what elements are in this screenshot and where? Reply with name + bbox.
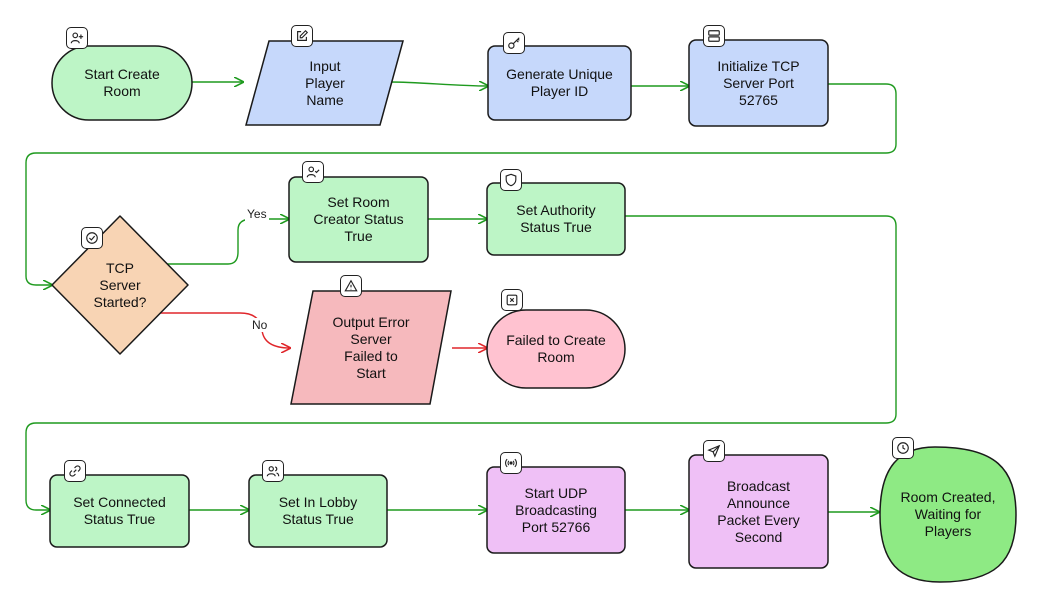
warning-icon [340, 275, 362, 297]
node-room-created-label: Room Created, Waiting for Players [900, 489, 996, 539]
node-init-tcp-label: Initialize TCP Server Port 52765 [717, 57, 800, 108]
shield-icon [500, 169, 522, 191]
node-set-creator[interactable]: Set Room Creator Status True [289, 177, 428, 262]
user-check-icon [302, 161, 324, 183]
node-set-lobby[interactable]: Set In Lobby Status True [249, 475, 387, 547]
node-broadcast-shape [688, 454, 829, 569]
edit-icon [291, 25, 313, 47]
node-gen-id-label: Generate Unique Player ID [506, 66, 613, 99]
node-gen-id[interactable]: Generate Unique Player ID [488, 46, 631, 120]
edge-authority-to-connected [25, 215, 897, 510]
node-authority-shape [486, 182, 626, 256]
server-icon [703, 25, 725, 47]
node-tcp-started[interactable]: TCP Server Started? [70, 250, 170, 320]
x-square-icon [501, 289, 523, 311]
node-error-shape [290, 290, 452, 405]
node-genid-shape [487, 45, 632, 121]
node-set-connected[interactable]: Set Connected Status True [50, 475, 189, 547]
edge-yes [160, 219, 289, 265]
node-lobby-shape [248, 474, 388, 548]
node-start-udp-label: Start UDP Broadcasting Port 52766 [515, 484, 597, 535]
node-broadcast[interactable]: Broadcast Announce Packet Every Second [689, 455, 828, 568]
node-input-shape [245, 40, 404, 126]
user-plus-icon [66, 27, 88, 49]
node-start-shape [51, 45, 193, 121]
node-start-label: Start Create Room [84, 66, 160, 99]
edge-input-to-genid [389, 82, 488, 86]
node-creator-shape [288, 176, 429, 263]
node-set-connected-label: Set Connected Status True [73, 494, 166, 527]
node-output-error[interactable]: Output Error Server Failed to Start [302, 291, 440, 404]
edge-label-no: No [250, 318, 270, 332]
node-set-authority[interactable]: Set Authority Status True [487, 183, 625, 255]
node-set-creator-label: Set Room Creator Status True [313, 194, 404, 244]
node-final-shape [879, 446, 1017, 583]
node-tcp-started-label: TCP Server Started? [93, 259, 147, 310]
check-circle-icon [81, 227, 103, 249]
node-room-created[interactable]: Room Created, Waiting for Players [880, 447, 1016, 582]
link-icon [64, 460, 86, 482]
users-icon [262, 460, 284, 482]
clock-icon [892, 437, 914, 459]
node-udp-shape [486, 466, 626, 554]
edge-tcp-to-decision [25, 83, 897, 285]
node-input-name[interactable]: Input Player Name [256, 41, 394, 125]
key-icon [503, 32, 525, 54]
edge-no [160, 312, 290, 348]
node-decision-shape [51, 215, 189, 355]
edge-label-yes: Yes [245, 207, 269, 221]
node-failed-shape [486, 309, 626, 389]
node-failed[interactable]: Failed to Create Room [487, 310, 625, 388]
node-set-lobby-label: Set In Lobby Status True [278, 494, 358, 527]
broadcast-icon [500, 452, 522, 474]
node-failed-label: Failed to Create Room [506, 332, 606, 365]
node-set-authority-label: Set Authority Status True [516, 202, 596, 235]
node-start-udp[interactable]: Start UDP Broadcasting Port 52766 [487, 467, 625, 553]
node-start[interactable]: Start Create Room [52, 46, 192, 120]
send-icon [703, 440, 725, 462]
node-output-error-label: Output Error Server Failed to Start [332, 313, 410, 381]
node-init-tcp[interactable]: Initialize TCP Server Port 52765 [689, 40, 828, 126]
node-connected-shape [49, 474, 190, 548]
node-input-name-label: Input Player Name [305, 57, 345, 108]
node-broadcast-label: Broadcast Announce Packet Every Second [717, 477, 800, 545]
node-tcp-shape [688, 39, 829, 127]
